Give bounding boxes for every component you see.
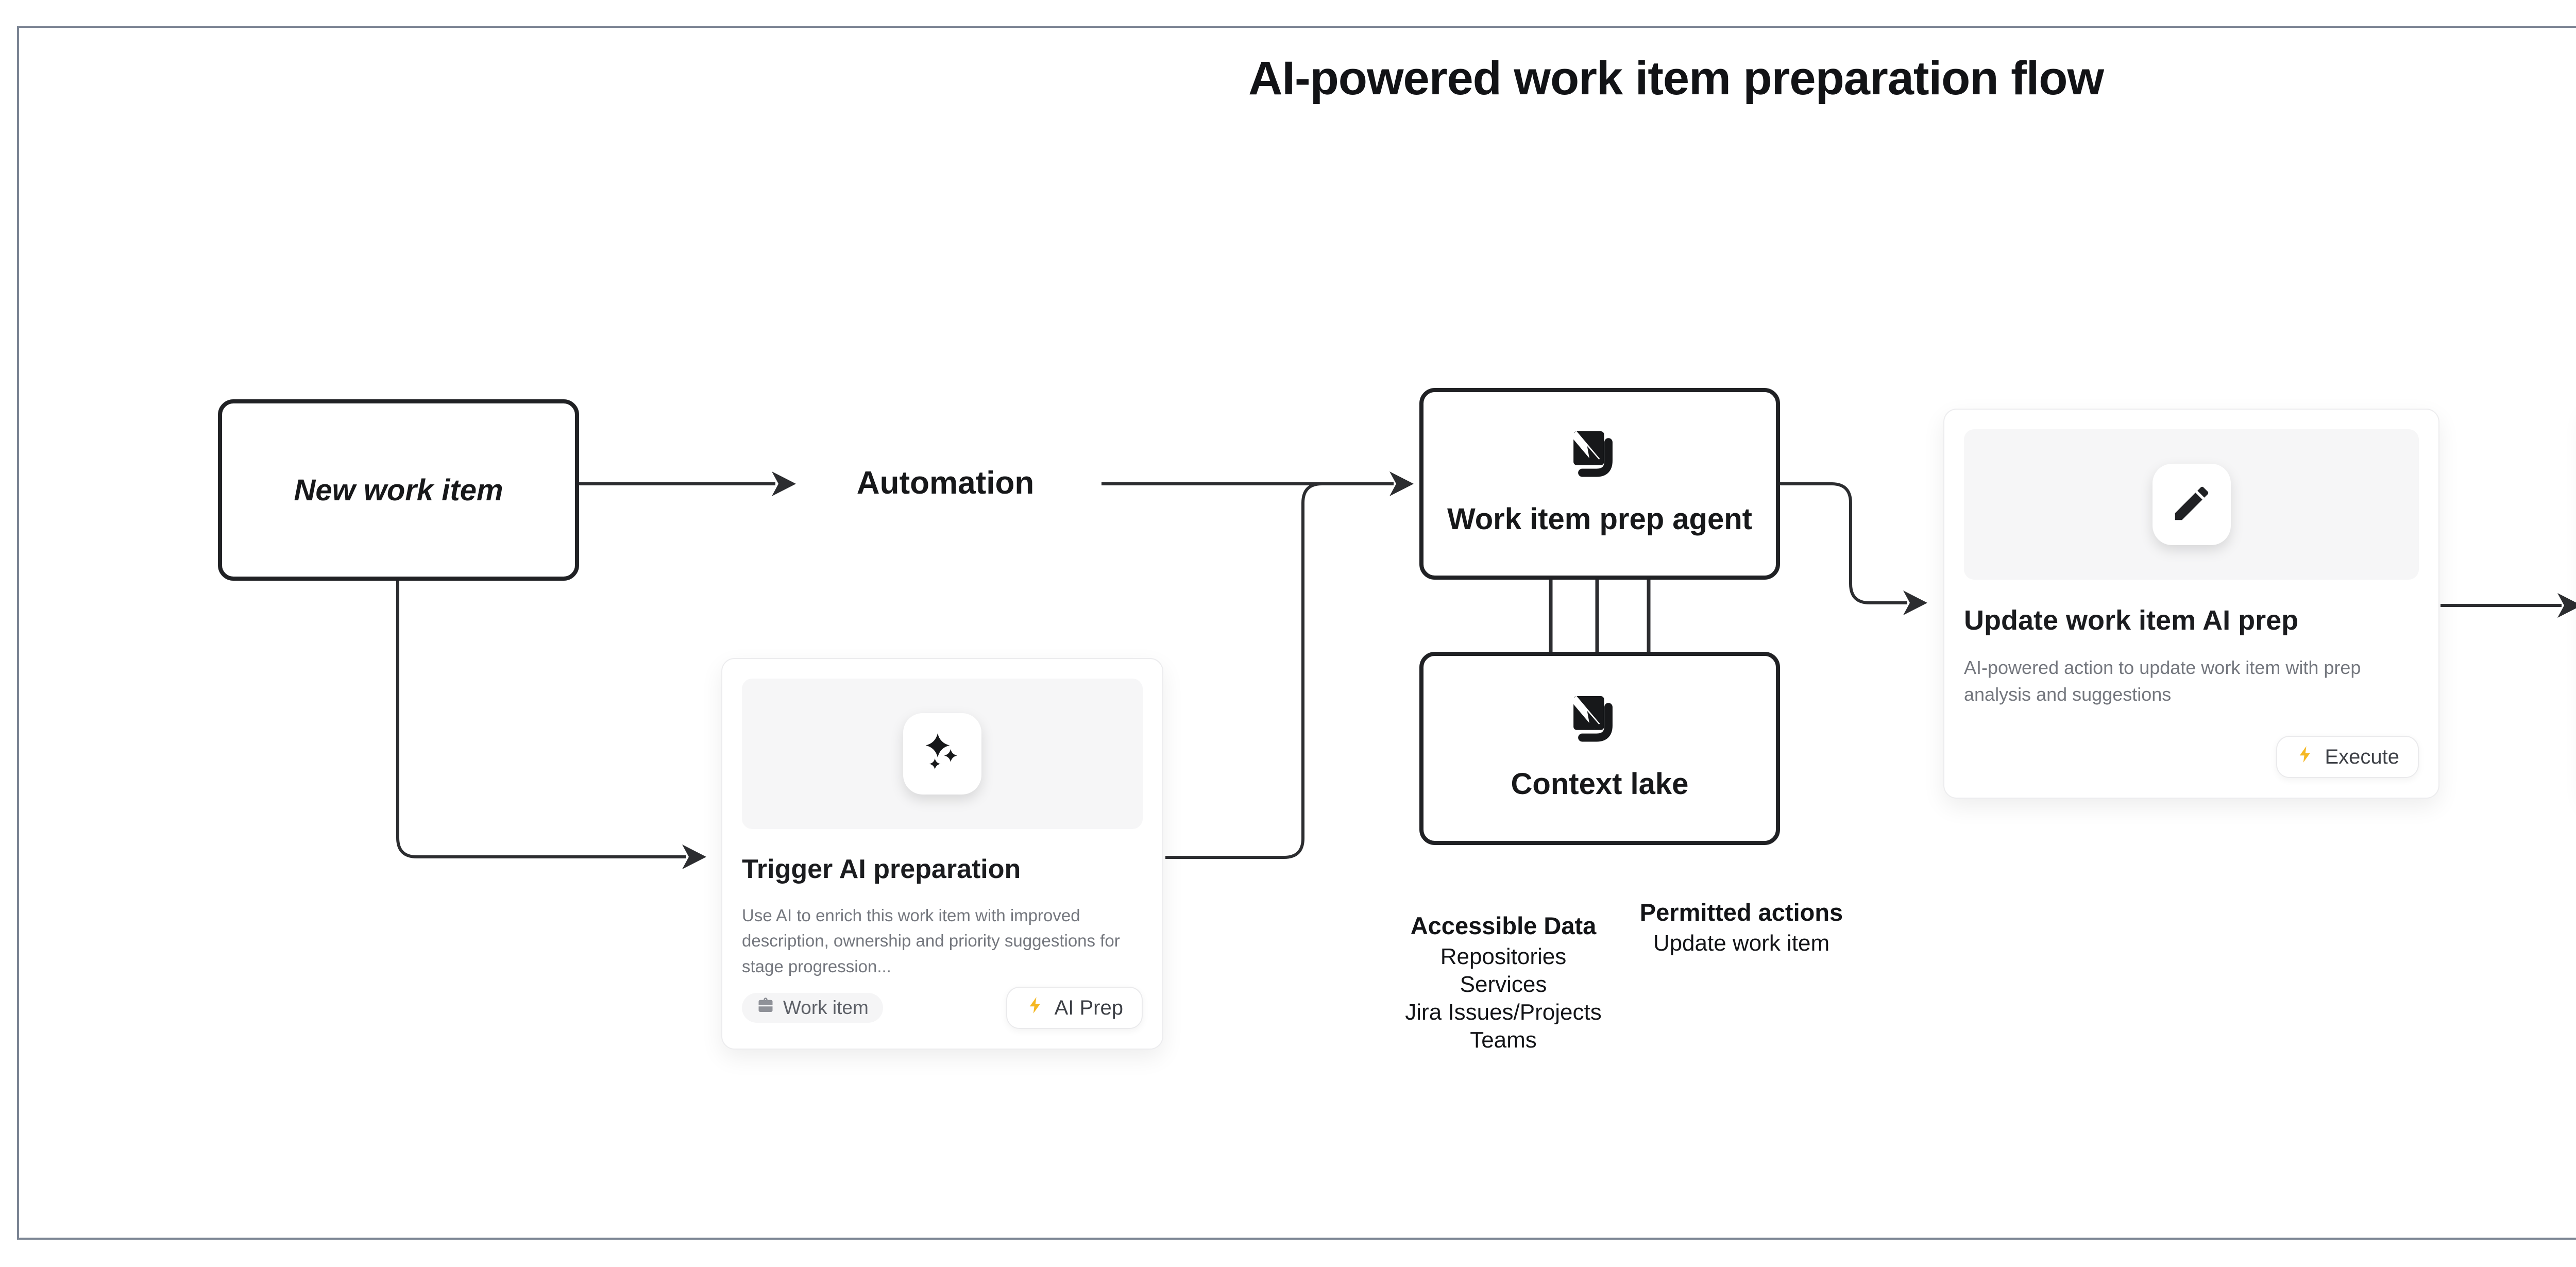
glean-arrow-icon <box>1570 695 1627 753</box>
connector-new-to-trigger <box>396 581 686 858</box>
arrowhead-automation <box>772 471 796 496</box>
card-title: Update work item AI prep <box>1964 605 2299 636</box>
arrowhead-accept <box>2557 593 2576 618</box>
card-media <box>742 679 1143 829</box>
card-title: Trigger AI preparation <box>742 854 1021 884</box>
connector-agent-to-update <box>1773 482 1907 604</box>
briefcase-icon <box>756 996 775 1020</box>
button-label: AI Prep <box>1054 996 1123 1019</box>
badge-label: Work item <box>783 997 869 1018</box>
node-context-lake-label: Context lake <box>1511 767 1689 801</box>
permitted-actions-list: Permitted actions Update work item <box>1597 898 1886 957</box>
accessible-data-item: Services <box>1460 972 1547 997</box>
node-new-work-item[interactable]: New work item <box>218 399 579 581</box>
icon-tile <box>2152 464 2231 545</box>
card-update-work-item-ai-prep[interactable]: Update work item AI prep AI-powered acti… <box>1943 409 2439 799</box>
page-title: AI-powered work item preparation flow <box>1248 52 2104 105</box>
permitted-actions-heading: Permitted actions <box>1639 899 1843 926</box>
execute-button[interactable]: Execute <box>2276 736 2419 778</box>
accessible-data-item: Jira Issues/Projects <box>1405 1000 1602 1025</box>
lightning-icon <box>1026 995 1045 1020</box>
card-media <box>1964 429 2419 580</box>
connector-trigger-to-agent <box>1165 482 1360 859</box>
arrowhead-agent <box>1389 471 1414 496</box>
card-description: Use AI to enrich this work item with imp… <box>742 905 1120 976</box>
icon-tile <box>903 713 981 795</box>
node-automation-label: Automation <box>856 465 1035 501</box>
lightning-icon <box>2296 745 2315 769</box>
accessible-data-item: Teams <box>1470 1027 1537 1053</box>
glean-arrow-icon <box>1570 431 1627 488</box>
permitted-actions-item: Update work item <box>1653 931 1830 956</box>
node-work-item-prep-agent[interactable]: Work item prep agent <box>1419 388 1780 580</box>
accessible-data-item: Repositories <box>1440 944 1567 969</box>
sparkles-icon <box>919 730 965 779</box>
pencil-icon <box>2170 481 2214 528</box>
accessible-data-heading: Accessible Data <box>1410 912 1597 939</box>
outer-frame <box>17 26 2576 1240</box>
card-trigger-ai-preparation[interactable]: Trigger AI preparation Use AI to enrich … <box>721 658 1163 1050</box>
work-item-badge: Work item <box>742 993 883 1023</box>
node-context-lake[interactable]: Context lake <box>1419 652 1780 845</box>
button-label: Execute <box>2325 745 2399 768</box>
node-new-work-item-label: New work item <box>294 473 503 507</box>
ai-prep-button[interactable]: AI Prep <box>1006 987 1143 1029</box>
card-description: AI-powered action to update work item wi… <box>1964 657 2361 705</box>
arrowhead-trigger <box>682 844 706 869</box>
accessible-data-list: Accessible Data Repositories Services Ji… <box>1349 911 1658 1054</box>
arrowhead-update <box>1903 590 1927 615</box>
node-work-item-prep-agent-label: Work item prep agent <box>1447 502 1752 536</box>
